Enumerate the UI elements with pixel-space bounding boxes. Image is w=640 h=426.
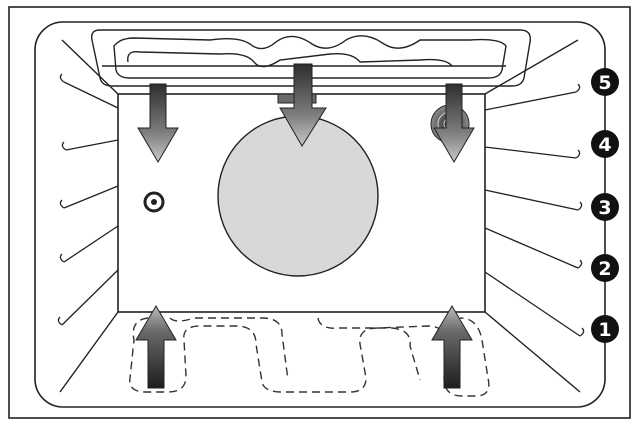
heat-flow-arrow-icon [279,63,327,147]
svg-text:3: 3 [598,197,611,219]
shelf-level-badges: 5 4 3 2 1 [591,68,619,343]
heat-flow-arrows-up [135,305,473,389]
heat-flow-arrow-icon [135,305,177,389]
bottom-heating-element-icon [129,317,490,397]
heat-flow-arrows-down [137,63,475,163]
thermostat-sensor-icon [143,191,165,213]
left-shelf-rails [57,73,119,326]
svg-text:5: 5 [598,72,611,94]
svg-text:2: 2 [598,258,611,280]
shelf-badge-3: 3 [591,193,619,221]
svg-text:1: 1 [598,319,611,341]
shelf-badge-2: 2 [591,254,619,282]
right-shelf-rails [484,83,585,337]
cavity-perspective-lines [59,39,581,393]
shelf-badge-4: 4 [591,130,619,158]
heat-flow-arrow-icon [137,83,179,163]
shelf-badge-5: 5 [591,68,619,96]
shelf-badge-1: 1 [591,315,619,343]
svg-text:4: 4 [598,134,611,156]
heat-flow-arrow-icon [433,83,475,163]
heat-flow-arrow-icon [431,305,473,389]
